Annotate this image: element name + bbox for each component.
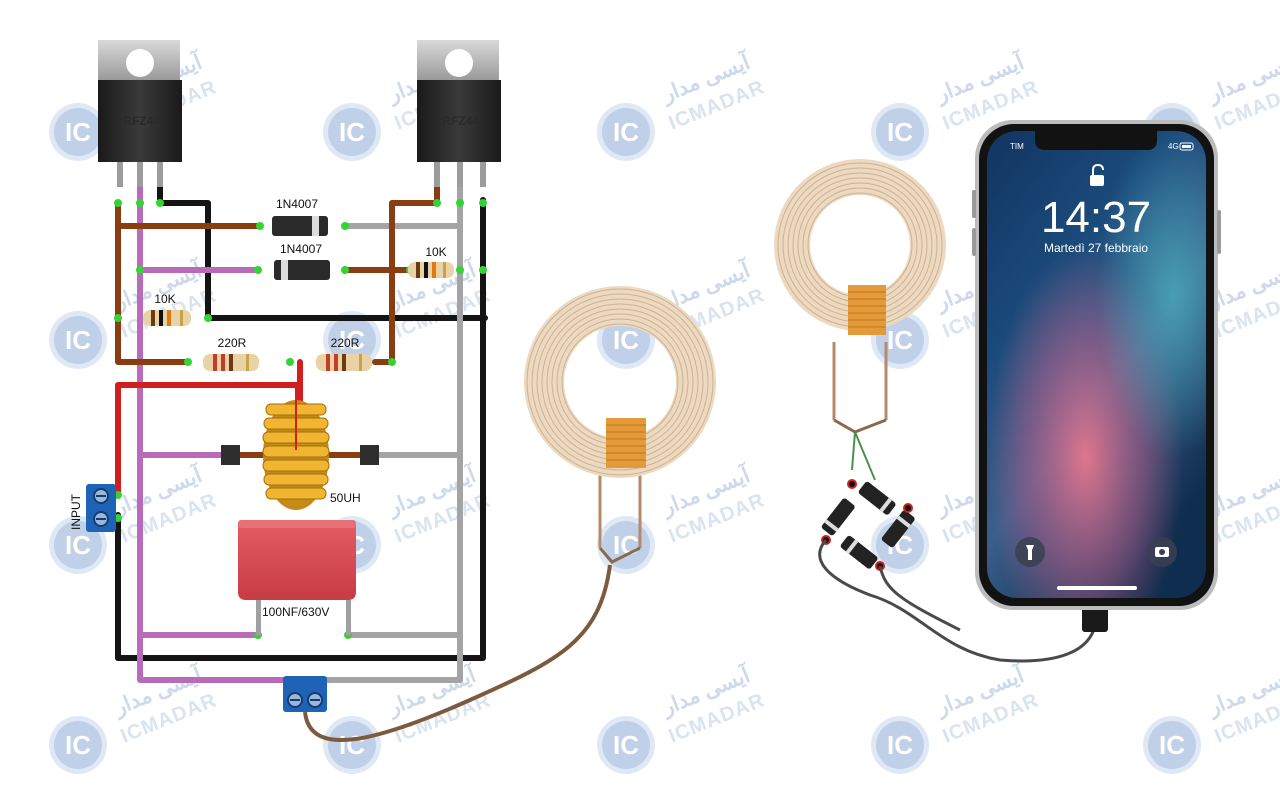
resistor-10k-right: 10K	[408, 245, 454, 278]
resistor-220r-left-label: 220R	[218, 336, 247, 350]
watermark: آیسی مدار ICMADAR	[597, 661, 768, 774]
watermark: آیسی مدار ICMADAR	[871, 661, 1042, 774]
mosfet-right-label: IRFZ44	[439, 114, 479, 128]
phone-date: Martedì 27 febbraio	[1044, 241, 1148, 255]
mosfet-left: IRFZ44	[98, 40, 182, 187]
resistor-10k-left: 10K	[143, 292, 191, 326]
capacitor-label: 100NF/630V	[262, 605, 329, 619]
diode-mid: 1N4007	[274, 242, 330, 280]
phone-network: 4G	[1168, 142, 1179, 151]
flashlight-icon	[1015, 537, 1045, 567]
input-terminal: INPUT	[69, 484, 116, 532]
diode-top-label: 1N4007	[276, 197, 318, 211]
phone-carrier: TIM	[1010, 142, 1024, 151]
diode-top: 1N4007	[272, 197, 328, 236]
resistor-10k-right-label: 10K	[425, 245, 446, 259]
receiver-coil	[774, 159, 946, 481]
output-terminal	[283, 676, 327, 712]
home-indicator	[1057, 586, 1137, 590]
watermark: آیسی مدار ICMADAR	[597, 48, 768, 161]
resistor-220r-right: 220R	[316, 336, 372, 371]
wire-black	[115, 182, 488, 661]
mosfet-left-label: IRFZ44	[120, 114, 160, 128]
mosfet-right: IRFZ44	[417, 40, 501, 187]
wire-purple	[137, 182, 293, 683]
resistor-220r-left: 220R	[203, 336, 259, 371]
transmitter-coil	[303, 286, 716, 743]
inductor-label: 50UH	[330, 491, 361, 505]
phone-time: 14:37	[1041, 193, 1151, 242]
input-label: INPUT	[69, 493, 83, 530]
camera-icon	[1147, 537, 1177, 567]
smartphone: TIM 4G 14:37 Martedì 27 febbraio	[972, 120, 1221, 610]
resistor-220r-right-label: 220R	[331, 336, 360, 350]
lock-icon	[1090, 163, 1104, 186]
watermark: آیسی مدار ICMADAR	[1143, 661, 1280, 774]
resistor-10k-left-label: 10K	[154, 292, 175, 306]
diode-mid-label: 1N4007	[280, 242, 322, 256]
capacitor: 100NF/630V	[238, 520, 356, 635]
inductor-toroid: 50UH	[221, 385, 379, 510]
